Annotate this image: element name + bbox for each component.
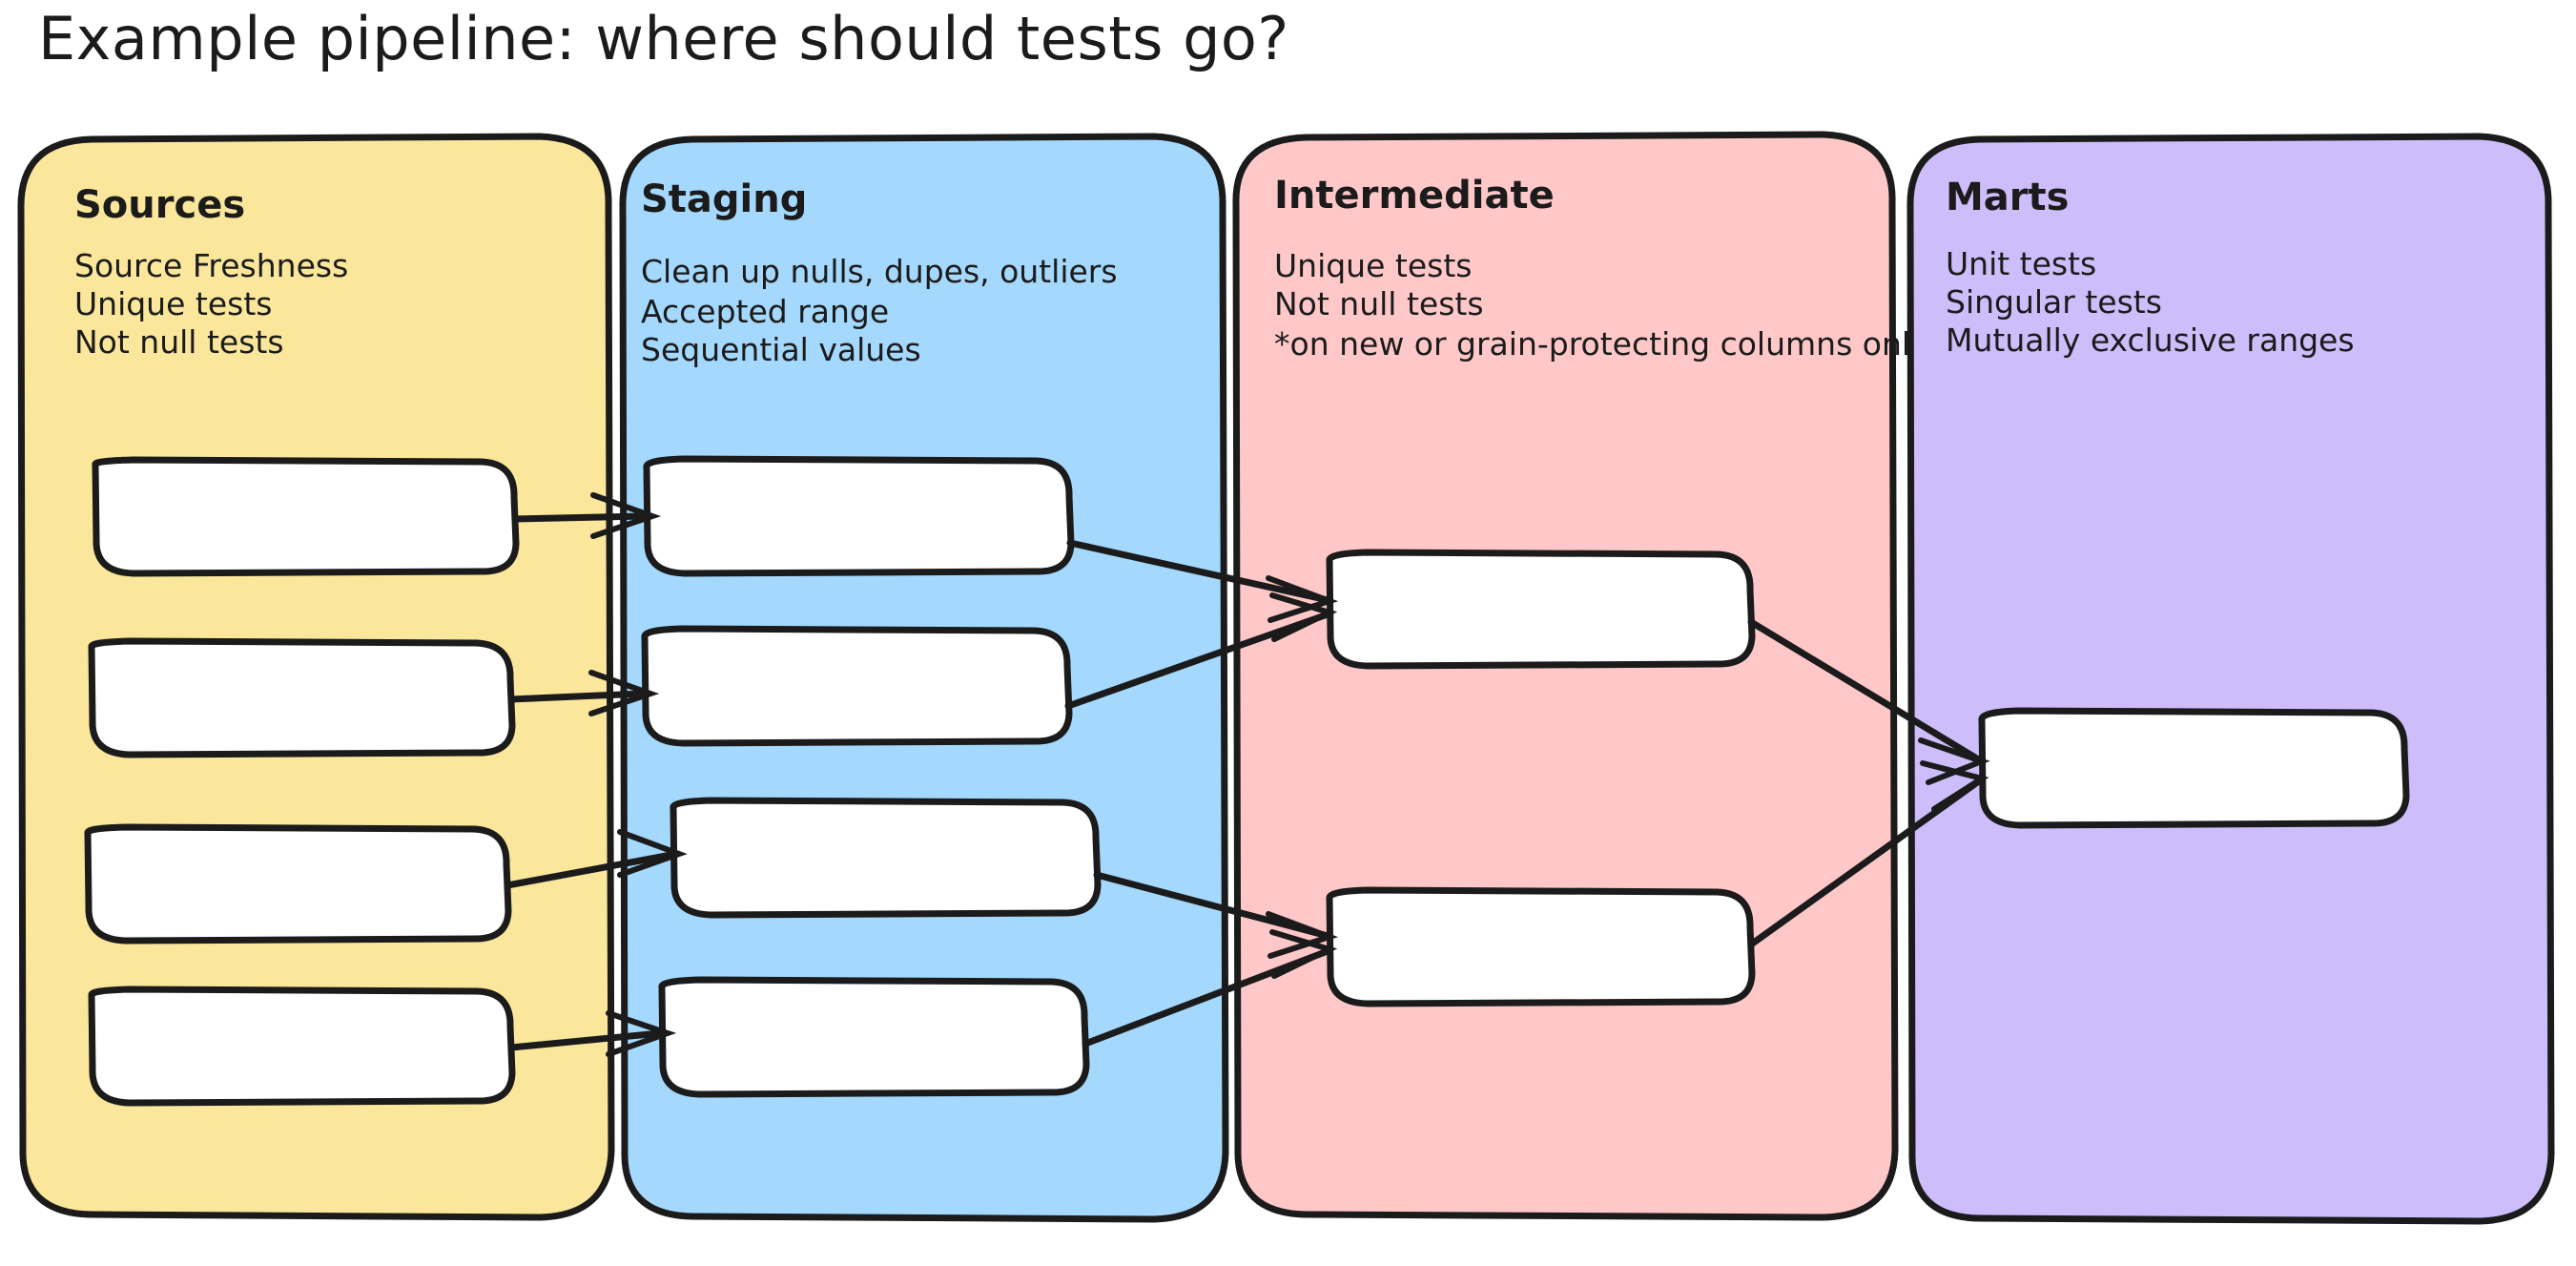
- node-source-3[interactable]: [84, 823, 512, 944]
- node-source-4[interactable]: [88, 986, 516, 1107]
- edge-stg1-int1-arrowhead: [1266, 575, 1339, 623]
- node-source-1[interactable]: [92, 456, 520, 577]
- edge-src1-stg1-arrowhead: [590, 492, 662, 539]
- lane-sources-line-3: Not null tests: [74, 323, 284, 361]
- lane-sources-line-1: Source Freshness: [74, 247, 348, 284]
- edge-stg3-int2: [1093, 871, 1331, 940]
- lane-intermediate-line-1: Unique tests: [1274, 247, 1472, 284]
- edge-stg2-int1-arrowhead: [1269, 592, 1338, 642]
- edge-int1-mart1: [1747, 618, 1984, 764]
- lane-marts[interactable]: Marts Unit tests Singular tests Mutually…: [1906, 133, 2555, 1225]
- edge-src1-stg1: [511, 512, 649, 523]
- edge-stg1-int1: [1066, 539, 1331, 604]
- edge-src2-stg2: [507, 690, 647, 703]
- edges-intermediate-to-marts: [1747, 618, 1990, 948]
- node-staging-3[interactable]: [670, 797, 1102, 919]
- node-mart-1[interactable]: [1978, 707, 2410, 829]
- lane-staging[interactable]: Staging Clean up nulls, dupes, outliers …: [619, 133, 1229, 1223]
- lane-intermediate-line-3: *on new or grain-protecting columns only: [1274, 325, 1929, 363]
- edge-int2-mart1-arrowhead: [1920, 760, 1989, 812]
- lane-marts-background: [1906, 133, 2555, 1225]
- lane-staging-line-2: Accepted range: [641, 293, 889, 330]
- lane-marts-title: Marts: [1946, 176, 2069, 219]
- edge-src4-stg4: [507, 1029, 664, 1051]
- edge-src3-stg3: [504, 851, 675, 889]
- edge-int1-mart1-arrowhead: [1918, 737, 1990, 785]
- page-title: Example pipeline: where should tests go?: [38, 4, 1289, 73]
- edge-src4-stg4-arrowhead: [606, 1010, 677, 1057]
- edges-sources-to-staging: [504, 492, 688, 1057]
- node-staging-2[interactable]: [641, 625, 1073, 747]
- edges-staging-to-intermediate: [1064, 539, 1339, 1048]
- edge-stg4-int2-arrowhead: [1269, 929, 1338, 979]
- lane-sources-line-2: Unique tests: [74, 285, 272, 322]
- node-source-2[interactable]: [88, 637, 516, 758]
- lane-sources[interactable]: Sources Source Freshness Unique tests No…: [17, 133, 615, 1221]
- lane-intermediate-title: Intermediate: [1274, 174, 1555, 218]
- node-intermediate-2[interactable]: [1326, 886, 1756, 1007]
- edge-int2-mart1: [1747, 777, 1984, 948]
- node-staging-1[interactable]: [643, 455, 1075, 577]
- lane-staging-title: Staging: [641, 177, 807, 221]
- node-staging-4[interactable]: [658, 976, 1090, 1098]
- edge-src2-stg2-arrowhead: [588, 670, 660, 716]
- edge-stg3-int2-arrowhead: [1266, 911, 1339, 959]
- edge-src3-stg3-arrowhead: [617, 829, 688, 878]
- lane-marts-line-3: Mutually exclusive ranges: [1946, 322, 2355, 359]
- lane-staging-line-3: Sequential values: [641, 331, 921, 368]
- edge-stg2-int1: [1064, 611, 1331, 710]
- lane-marts-line-1: Unit tests: [1946, 245, 2096, 282]
- lane-sources-title: Sources: [74, 183, 245, 227]
- lane-intermediate[interactable]: Intermediate Unique tests Not null tests…: [1232, 131, 1929, 1221]
- lane-staging-line-1: Clean up nulls, dupes, outliers: [641, 253, 1118, 290]
- lane-marts-line-2: Singular tests: [1946, 283, 2162, 321]
- node-intermediate-1[interactable]: [1326, 549, 1756, 670]
- lane-intermediate-line-2: Not null tests: [1274, 285, 1484, 322]
